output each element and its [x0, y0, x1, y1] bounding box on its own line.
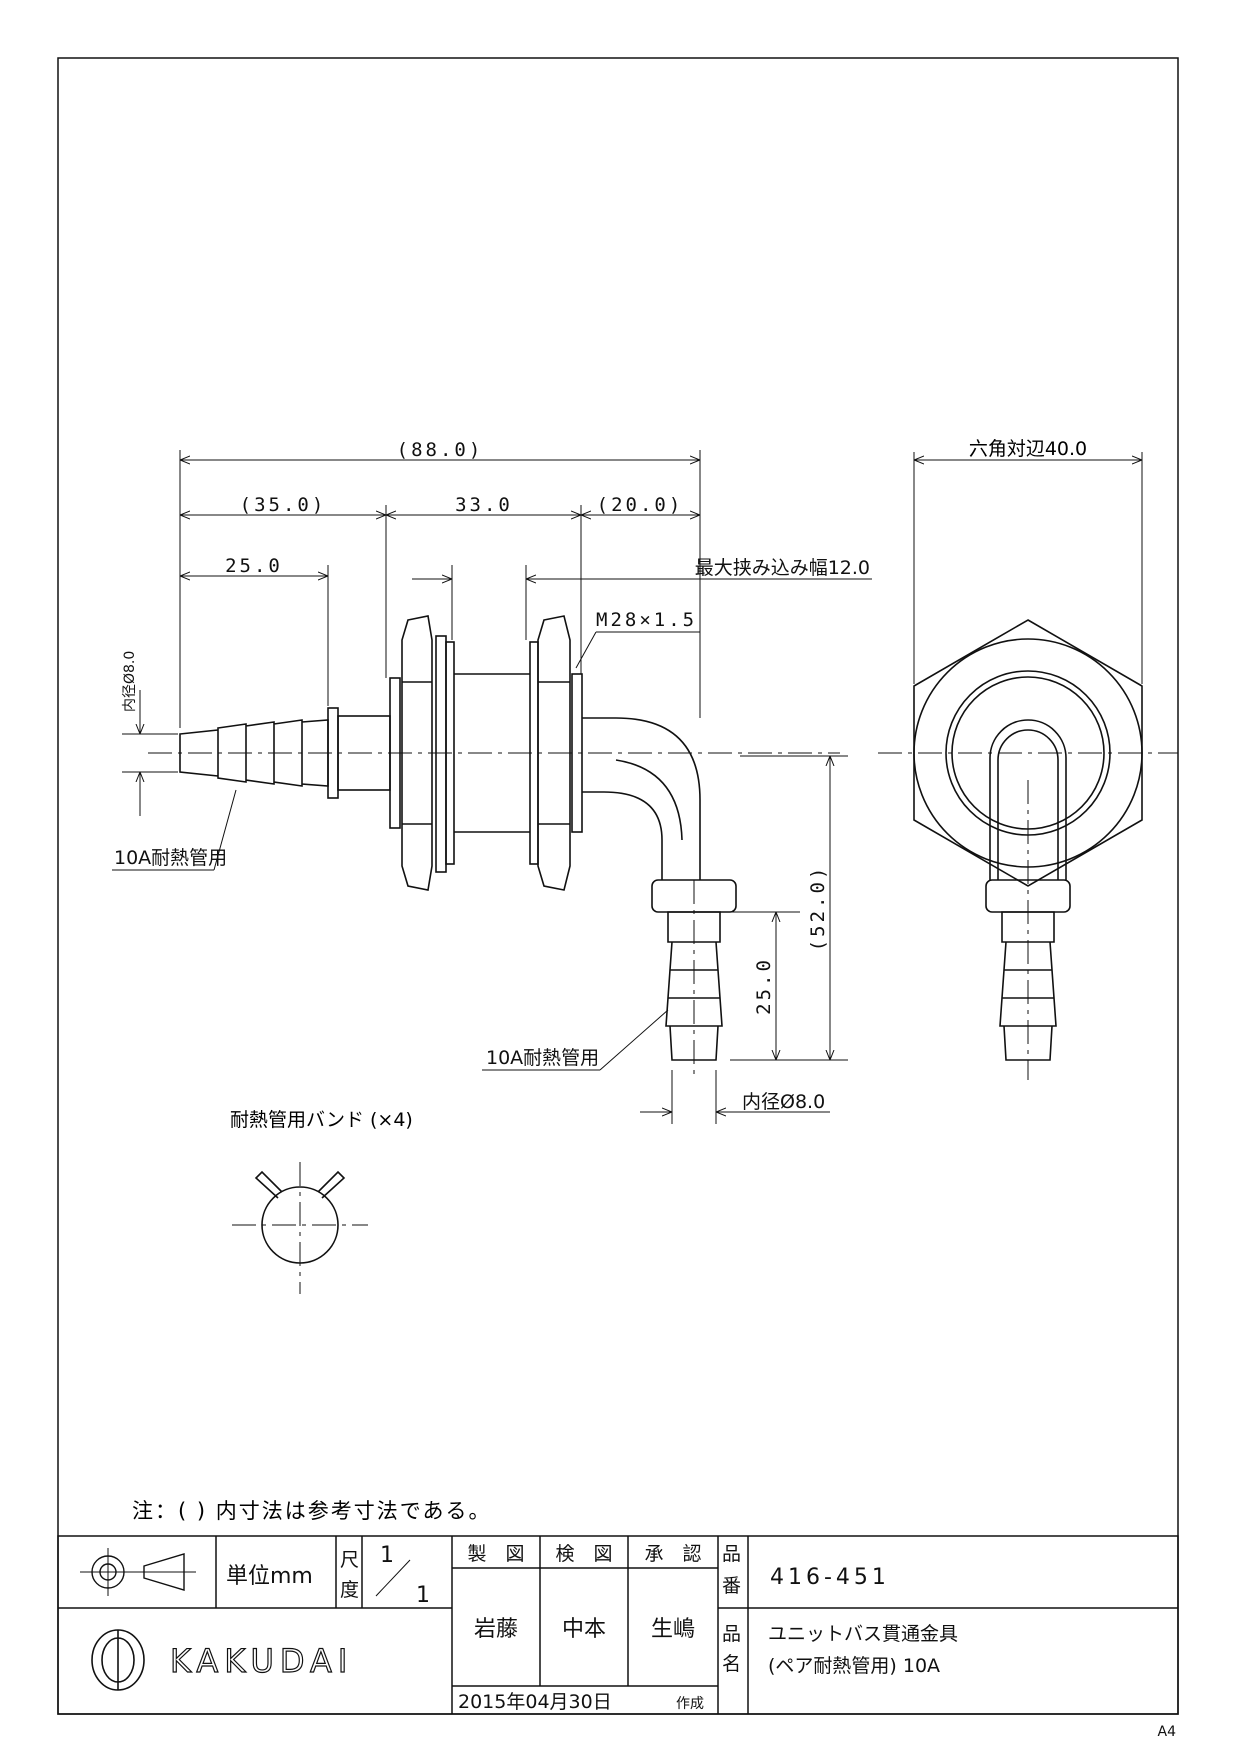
dim-left-length: (35.0) [240, 494, 327, 516]
dim-drop-nipple: 25.0 [753, 957, 775, 1015]
title-block [57, 1535, 1179, 1715]
part-number: 416-451 [770, 1565, 890, 1590]
dim-inner-dia-bottom: 内径Ø8.0 [742, 1091, 825, 1113]
header-drawn: 製 図 [467, 1543, 524, 1565]
hose-band-view [232, 1162, 368, 1294]
header-approved: 承 認 [644, 1543, 701, 1565]
dim-inner-dia-left: 内径Ø8.0 [122, 651, 138, 712]
hose-nipple-left [179, 719, 329, 787]
checked-by: 中本 [562, 1617, 606, 1642]
side-view [878, 619, 1178, 1080]
hose-nipple-bottom [665, 911, 723, 1061]
part-name-line-1: ユニットバス貫通金具 [768, 1623, 958, 1645]
washer-circle-outer [945, 670, 1111, 836]
drawn-by: 岩藤 [474, 1617, 518, 1642]
hex-nut-right [537, 615, 571, 891]
washer-left-1 [389, 677, 401, 829]
drawing-frame [57, 57, 1179, 1715]
part-name-line-2: (ペア耐熱管用) 10A [768, 1655, 940, 1677]
elbow-end-view [989, 719, 1067, 880]
issue-date: 2015年04月30日 [458, 1691, 612, 1713]
dim-overall-length: (88.0) [397, 439, 484, 461]
callout-band: 耐熱管用バンド (×4) [230, 1109, 413, 1131]
unit-label: 単位mm [226, 1564, 313, 1589]
reference-note: 注：( ) 内寸法は参考寸法である。 [132, 1499, 492, 1523]
third-angle-projection-symbol [80, 1548, 196, 1596]
hex-inscribed-circle [913, 638, 1143, 868]
scale-numerator: 1 [380, 1543, 394, 1568]
washer-circle-inner [951, 676, 1105, 830]
front-dimension-texts: (88.0) (35.0) 33.0 (20.0) 25.0 最大挟み込み幅12… [114, 439, 870, 1113]
title-block-texts: 単位mm 尺 度 1 1 製 図 検 図 承 認 岩藤 中本 生嶋 2015年0… [226, 1543, 958, 1713]
hex-outline [913, 619, 1143, 887]
dim-right-length: (20.0) [597, 494, 684, 516]
dim-body-length: 33.0 [455, 494, 513, 516]
dim-thread: M28×1.5 [596, 609, 697, 631]
dim-hex-across-flats: 六角対辺40.0 [969, 438, 1087, 460]
approved-by: 生嶋 [651, 1617, 695, 1642]
callout-hose-left: 10A耐熱管用 [114, 847, 227, 869]
part-no-label-2: 番 [722, 1575, 741, 1597]
dim-drop-total: (52.0) [807, 865, 829, 952]
kakudai-logo [91, 1629, 145, 1691]
scale-denominator: 1 [416, 1583, 430, 1608]
part-no-label-1: 品 [722, 1543, 741, 1565]
washer-left-2 [435, 635, 447, 873]
part-name-label-2: 名 [722, 1653, 741, 1675]
part-name-label-1: 品 [722, 1623, 741, 1645]
header-checked: 検 図 [555, 1543, 612, 1565]
callout-hose-bottom: 10A耐熱管用 [486, 1047, 599, 1069]
side-hose-nipple [999, 911, 1057, 1061]
front-dimensions [112, 450, 872, 1124]
issue-date-suffix: 作成 [676, 1696, 704, 1712]
brand-name: KAKUDAI [170, 1642, 353, 1680]
washer-right-2 [571, 673, 583, 833]
scale-label-1: 尺 [340, 1549, 359, 1571]
scale-label-2: 度 [340, 1579, 359, 1601]
side-dimensions [913, 452, 1143, 684]
sheet-size: A4 [1158, 1724, 1177, 1740]
dim-max-clamp: 最大挟み込み幅12.0 [695, 557, 870, 579]
hex-nut-left [401, 615, 433, 891]
washer-left-3 [445, 641, 455, 865]
dim-nipple-length: 25.0 [225, 555, 283, 577]
elbow-pipe [582, 717, 701, 880]
front-view [148, 615, 840, 1076]
